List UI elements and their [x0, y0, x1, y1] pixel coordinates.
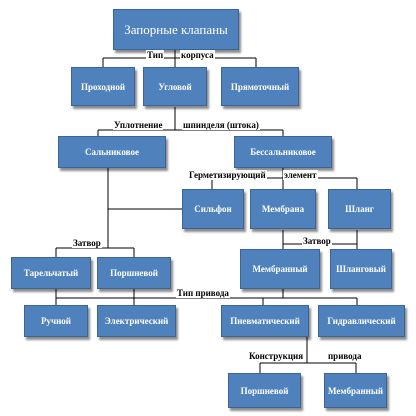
- label-stem-seal-2: шпинделя (штока): [182, 120, 260, 130]
- node-disc: Тарельчатый: [11, 257, 91, 289]
- node-root: Запорные клапаны: [113, 9, 239, 50]
- node-straight: Прямоточный: [221, 67, 299, 106]
- label-sealing-1: Герметизирующий: [188, 170, 267, 180]
- label-drive-type: Тип привода: [176, 288, 230, 298]
- node-manual: Ручной: [24, 305, 88, 337]
- node-hose: Шланг: [328, 189, 391, 229]
- node-pneumatic: Пневматический: [221, 305, 309, 337]
- node-electric: Электрический: [97, 305, 176, 337]
- label-design-1: Конструкция: [248, 351, 305, 361]
- node-passthrough: Проходной: [71, 67, 135, 106]
- node-angle: Угловой: [143, 67, 207, 106]
- node-hose-gate: Шланговый: [330, 249, 392, 289]
- node-piston-drive: Поршневой: [228, 373, 301, 408]
- node-piston-gate: Поршневой: [97, 257, 171, 289]
- label-sealing-2: элемент: [283, 170, 318, 180]
- label-body-type-2: корпуса: [180, 50, 215, 60]
- node-bellows: Сильфон: [182, 189, 244, 229]
- label-gate-left: Затвор: [72, 238, 102, 248]
- node-glandless: Бессальниковое: [234, 136, 332, 168]
- label-design-2: привода: [327, 351, 363, 361]
- node-membrane: Мембрана: [250, 189, 316, 229]
- node-gland: Сальниковое: [58, 136, 166, 168]
- label-body-type-1: Тип: [146, 50, 165, 60]
- node-hydraulic: Гидравлический: [318, 305, 405, 337]
- label-stem-seal-1: Уплотнение: [113, 120, 164, 130]
- label-gate-right: Затвор: [302, 236, 332, 246]
- node-membrane-drive: Мембранный: [324, 373, 387, 408]
- node-membrane-gate: Мембранный: [240, 249, 320, 289]
